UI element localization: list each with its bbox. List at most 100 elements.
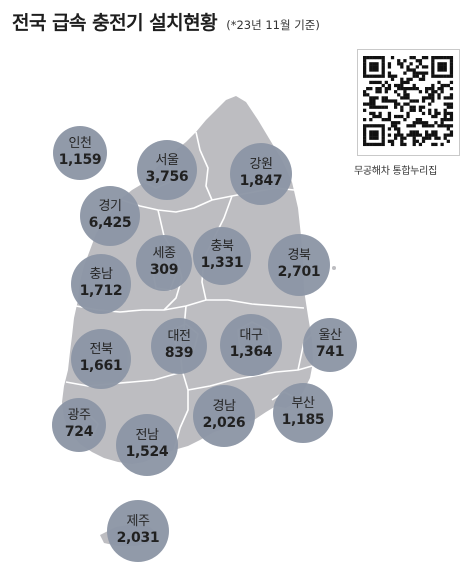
qr-module	[375, 136, 379, 140]
region-name: 경기	[98, 199, 122, 215]
qr-module	[412, 108, 416, 112]
region-name: 광주	[67, 408, 91, 424]
qr-module	[421, 105, 426, 109]
qr-module	[406, 124, 410, 128]
qr-module	[369, 124, 373, 128]
region-value: 839	[164, 345, 194, 362]
qr-module	[394, 99, 398, 103]
qr-module	[431, 130, 435, 134]
qr-module	[446, 118, 450, 122]
qr-module	[372, 56, 376, 60]
qr-module	[397, 121, 401, 125]
qr-module	[409, 133, 413, 137]
qr-module	[437, 74, 441, 78]
qr-module	[437, 124, 441, 128]
bubble-busan: 부산 1,185	[273, 383, 333, 443]
qr-module	[400, 142, 404, 147]
qr-module	[400, 96, 404, 100]
region-value: 1,364	[229, 344, 273, 361]
qr-module	[428, 96, 432, 100]
qr-module	[446, 74, 450, 78]
qr-module	[372, 99, 376, 103]
qr-module	[372, 124, 376, 128]
qr-module	[415, 59, 419, 63]
qr-module	[437, 68, 441, 72]
qr-module	[381, 74, 385, 78]
qr-module	[428, 111, 432, 116]
qr-module	[431, 87, 435, 91]
bubble-chungbuk: 충북 1,331	[193, 227, 251, 285]
qr-module	[440, 87, 444, 91]
qr-module	[431, 114, 435, 119]
qr-module	[418, 133, 423, 137]
qr-module	[425, 121, 429, 125]
qr-module	[397, 62, 401, 66]
qr-module	[418, 59, 423, 63]
qr-module	[381, 142, 385, 147]
ulleung-dot	[332, 266, 336, 270]
qr-module	[384, 118, 388, 122]
qr-module	[369, 142, 373, 147]
region-value: 2,031	[116, 530, 160, 547]
qr-module	[440, 83, 444, 88]
qr-module	[363, 93, 367, 97]
qr-module	[363, 68, 367, 72]
qr-module	[375, 142, 379, 147]
qr-module	[375, 56, 379, 60]
qr-module	[431, 90, 435, 94]
qr-module	[372, 142, 376, 147]
qr-module	[446, 127, 450, 131]
qr-module	[412, 142, 416, 147]
qr-module	[372, 74, 376, 78]
qr-module	[409, 124, 413, 128]
qr-module	[425, 65, 429, 69]
qr-module	[363, 130, 367, 134]
qr-module	[381, 59, 385, 63]
qr-module	[372, 111, 376, 116]
qr-module	[440, 118, 444, 122]
qr-module	[449, 118, 454, 122]
qr-module	[387, 118, 392, 122]
qr-module	[434, 136, 438, 140]
qr-module	[400, 133, 404, 137]
qr-module	[443, 108, 447, 112]
qr-module	[412, 133, 416, 137]
region-value: 6,425	[88, 215, 132, 232]
qr-module	[449, 56, 454, 60]
qr-module	[437, 87, 441, 91]
qr-module	[412, 74, 416, 78]
region-value: 2,701	[277, 264, 321, 281]
region-value: 724	[64, 424, 94, 441]
qr-module	[421, 56, 426, 60]
qr-module	[412, 139, 416, 143]
qr-module	[369, 96, 373, 100]
qr-module	[378, 114, 382, 119]
qr-module	[434, 74, 438, 78]
bubble-ulsan: 울산 741	[303, 318, 357, 372]
qr-module	[412, 130, 416, 134]
qr-module	[381, 62, 385, 66]
qr-module	[418, 77, 423, 81]
qr-module	[387, 99, 392, 103]
qr-module	[363, 62, 367, 66]
qr-module	[409, 56, 413, 60]
qr-module	[406, 80, 410, 85]
qr-module	[434, 111, 438, 116]
qr-module	[434, 133, 438, 137]
qr-module	[446, 105, 450, 109]
qr-module	[421, 71, 426, 75]
qr-module	[428, 93, 432, 97]
region-name: 세종	[152, 246, 176, 262]
qr-module	[387, 83, 392, 88]
region-value: 3,756	[145, 169, 189, 186]
qr-module	[390, 121, 395, 125]
qr-module	[449, 62, 454, 66]
qr-module	[431, 56, 435, 60]
region-name: 충남	[89, 267, 113, 283]
qr-module	[443, 133, 447, 137]
qr-module	[372, 62, 376, 66]
qr-module	[449, 114, 454, 119]
qr-code[interactable]	[357, 49, 460, 156]
qr-module	[440, 142, 444, 147]
qr-module	[366, 93, 370, 97]
